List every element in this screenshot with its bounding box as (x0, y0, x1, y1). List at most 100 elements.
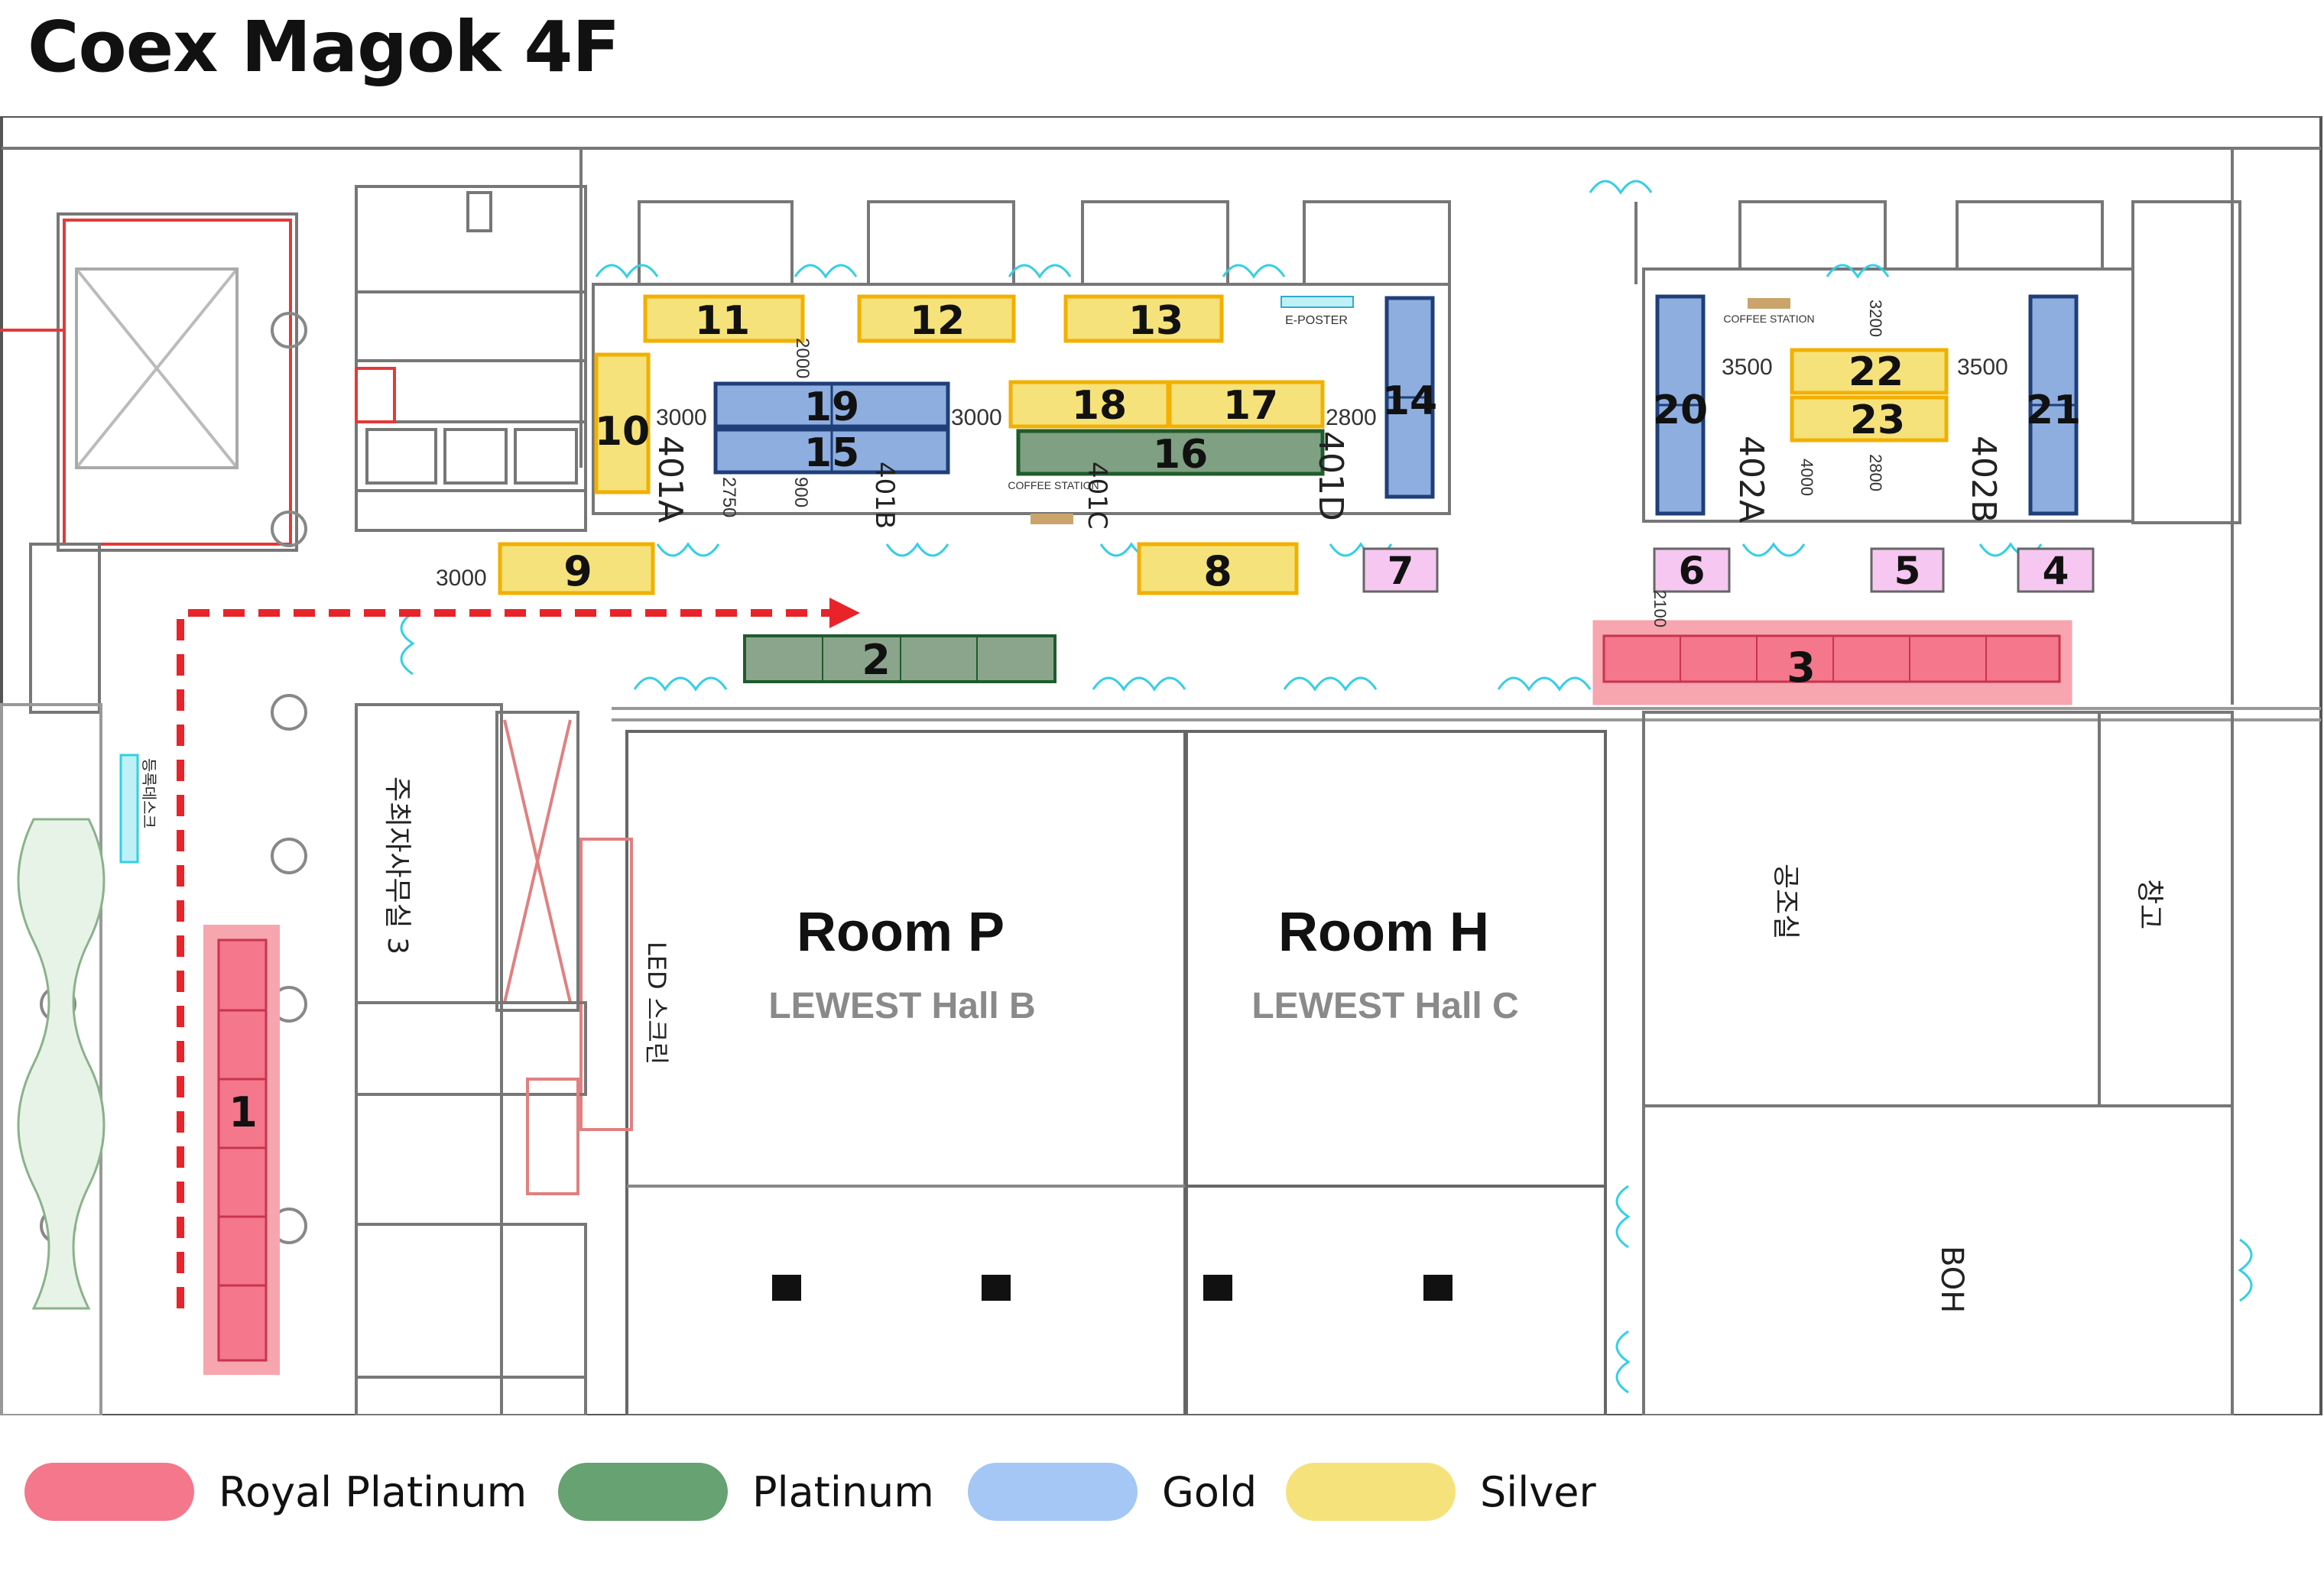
legend-label: Platinum (752, 1467, 934, 1516)
room-401a-label: 401A (651, 436, 690, 523)
booth-23[interactable]: 23 (1790, 395, 1949, 443)
legend-label: Royal Platinum (219, 1467, 527, 1516)
svg-text:2100: 2100 (1650, 590, 1670, 627)
floor-plan: 등록데스크 1 2 3 4 5 6 (0, 116, 2322, 1415)
booth-14[interactable]: 14 (1382, 296, 1437, 499)
svg-text:3000: 3000 (656, 405, 707, 430)
svg-text:2800: 2800 (1326, 405, 1377, 430)
registration-desk (17, 818, 105, 1310)
booth-19[interactable]: 19 (713, 381, 950, 430)
booth-5-number: 5 (1894, 549, 1921, 593)
booth-8[interactable]: 8 (1137, 542, 1299, 595)
booth-6-number: 6 (1679, 549, 1706, 593)
dimension-labels: 3000 3000 3000 2000 2750 900 2800 3200 3… (436, 300, 2008, 627)
room-p-name: Room P (797, 902, 1005, 963)
room-h-subtitle: LEWEST Hall C (1251, 986, 1518, 1026)
mechanical-room-label: 공조실 (1770, 864, 1801, 939)
booth-15-number: 15 (804, 430, 859, 476)
led-screen-label: LED 스크린 (642, 942, 671, 1065)
booth-4-number: 4 (2043, 549, 2069, 593)
booth-22-number: 22 (1848, 349, 1904, 395)
booth-11[interactable]: 11 (643, 294, 805, 344)
svg-text:4000: 4000 (1797, 459, 1816, 496)
coffee-station-left: COFFEE STATION (1008, 479, 1099, 524)
legend-item-silver: Silver (1286, 1463, 1596, 1521)
booth-17[interactable]: 17 (1167, 380, 1325, 429)
booth-3-number: 3 (1787, 643, 1816, 692)
booth-17-number: 17 (1223, 383, 1278, 429)
room-p[interactable]: Room P LEWEST Hall B (768, 902, 1035, 1026)
booth-2[interactable]: 2 (743, 634, 1057, 684)
room-h[interactable]: Room H LEWEST Hall C (1251, 902, 1518, 1026)
svg-text:E-POSTER: E-POSTER (1285, 314, 1348, 327)
legend-item-gold: Gold (968, 1463, 1257, 1521)
booth-5[interactable]: 5 (1870, 547, 1945, 593)
legend-label: Gold (1162, 1467, 1258, 1516)
booth-19-number: 19 (804, 384, 859, 430)
map-title: Coex Magok 4F (28, 6, 620, 88)
booth-16[interactable]: 16 (1016, 429, 1325, 478)
gold-swatch (968, 1463, 1138, 1521)
booth-23-number: 23 (1850, 397, 1905, 443)
coffee-station-right: COFFEE STATION (1723, 298, 1815, 325)
svg-text:3200: 3200 (1866, 300, 1885, 337)
royal-platinum-swatch (24, 1463, 194, 1521)
booth-18[interactable]: 18 (1008, 380, 1170, 429)
svg-text:COFFEE STATION: COFFEE STATION (1008, 479, 1099, 491)
booth-20-number: 20 (1653, 387, 1708, 433)
kiosk-sign (119, 754, 139, 864)
room-h-name: Room H (1278, 902, 1489, 963)
booth-10-number: 10 (595, 409, 650, 455)
svg-text:2000: 2000 (792, 338, 813, 378)
svg-text:COFFEE STATION: COFFEE STATION (1723, 313, 1814, 325)
svg-text:2750: 2750 (719, 477, 739, 517)
office-3-label: 주최자사무실 3 (381, 776, 413, 955)
booth-6[interactable]: 6 (1653, 547, 1731, 593)
walls (0, 147, 2321, 1415)
booth-1-number: 1 (229, 1088, 258, 1136)
booth-11-number: 11 (695, 298, 750, 344)
booth-10[interactable]: 10 (594, 352, 651, 494)
room-p-subtitle: LEWEST Hall B (768, 986, 1035, 1026)
room-402b-label: 402B (1964, 436, 2003, 523)
booth-1[interactable]: 1 (203, 925, 280, 1375)
booth-21[interactable]: 21 (2026, 294, 2081, 516)
booth-13[interactable]: 13 (1063, 294, 1224, 344)
booth-7-number: 7 (1388, 549, 1414, 593)
route-arrow (177, 598, 860, 1308)
svg-text:3000: 3000 (951, 405, 1002, 430)
booth-22[interactable]: 22 (1790, 348, 1949, 395)
e-poster: E-POSTER (1280, 296, 1354, 327)
room-401d-label: 401D (1311, 431, 1350, 521)
svg-text:2800: 2800 (1866, 454, 1885, 491)
storage-label: 창고 (2134, 879, 2165, 929)
booth-21-number: 21 (2026, 387, 2081, 433)
booth-14-number: 14 (1382, 378, 1437, 424)
booth-3[interactable]: 3 (1592, 620, 2072, 705)
legend-label: Silver (1480, 1467, 1596, 1516)
legend-item-royal-platinum: Royal Platinum (24, 1463, 527, 1521)
booth-15[interactable]: 15 (713, 427, 950, 476)
svg-text:900: 900 (790, 477, 811, 507)
booth-9[interactable]: 9 (498, 542, 655, 595)
booth-12[interactable]: 12 (857, 294, 1016, 344)
booth-7[interactable]: 7 (1362, 547, 1439, 593)
svg-text:3000: 3000 (436, 566, 487, 591)
booth-8-number: 8 (1203, 547, 1232, 595)
hall-columns (772, 1275, 1452, 1301)
silver-swatch (1286, 1463, 1456, 1521)
room-402a-label: 402A (1732, 436, 1771, 523)
kiosk-label: 등록데스크 (140, 758, 158, 828)
booth-20[interactable]: 20 (1653, 294, 1708, 516)
legend: Royal Platinum Platinum Gold Silver (0, 1452, 2324, 1567)
room-401b-label: 401B (869, 462, 900, 529)
boh-label: BOH (1934, 1246, 1969, 1313)
room-401c-label: 401C (1082, 462, 1112, 530)
booth-12-number: 12 (910, 298, 965, 344)
legend-item-platinum: Platinum (558, 1463, 934, 1521)
booth-4[interactable]: 4 (2017, 547, 2095, 593)
svg-text:3500: 3500 (1722, 355, 1773, 380)
booth-18-number: 18 (1072, 383, 1127, 429)
svg-text:3500: 3500 (1957, 355, 2008, 380)
booth-13-number: 13 (1128, 298, 1183, 344)
